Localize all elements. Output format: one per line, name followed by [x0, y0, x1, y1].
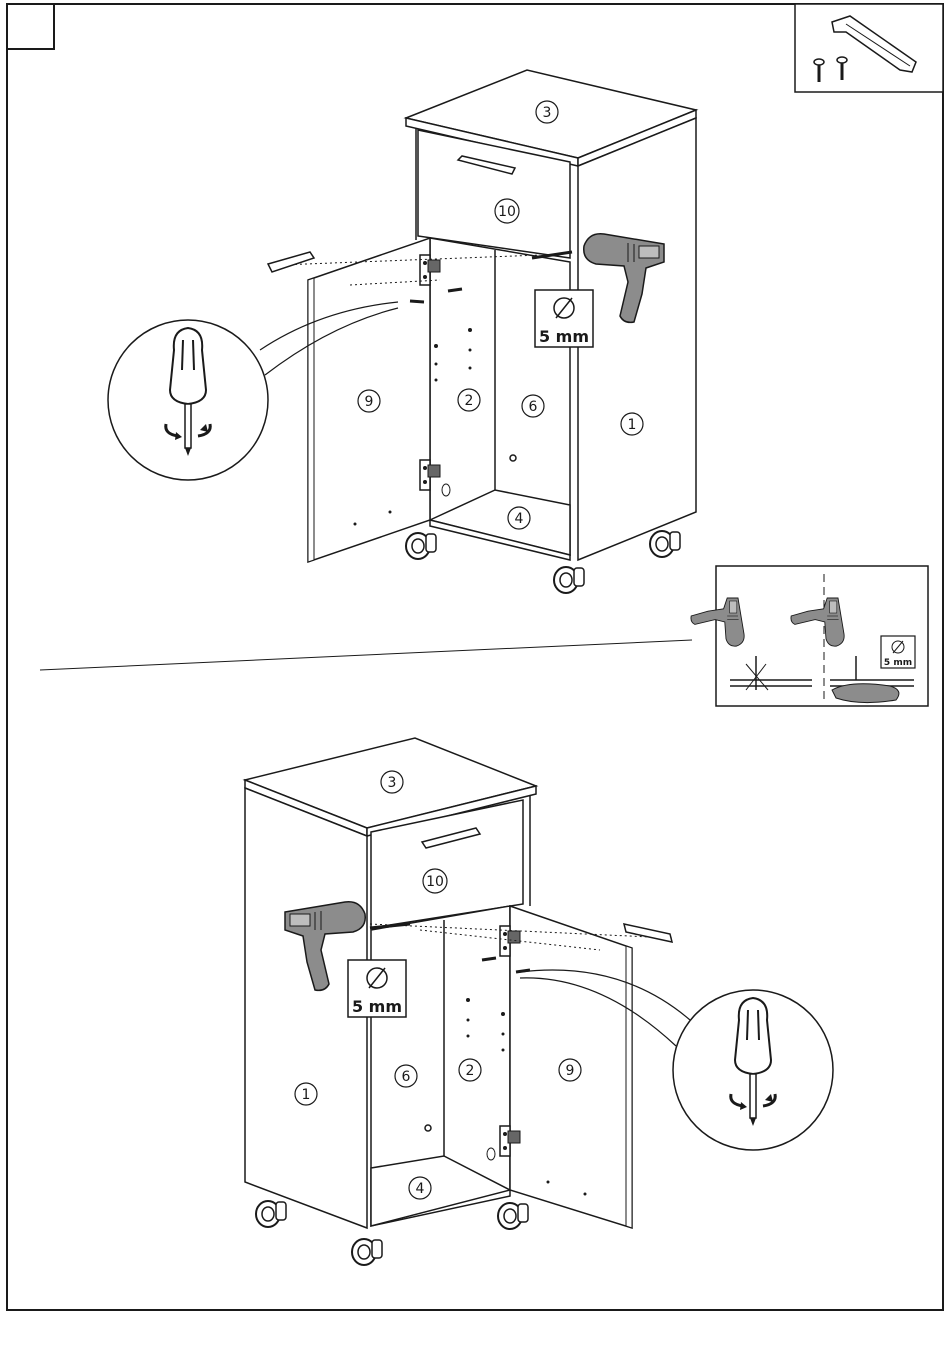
part-label-divider-lower: 2	[459, 1059, 481, 1081]
part-label-top-lower: 3	[381, 771, 403, 793]
part-label-side-lower: 1	[295, 1083, 317, 1105]
svg-text:2: 2	[466, 1063, 475, 1079]
part-label-divider-upper: 2	[458, 389, 480, 411]
part-label-door-lower: 9	[559, 1059, 581, 1081]
svg-text:3: 3	[388, 775, 397, 791]
drill-bit-size-lower: 5 mm	[348, 960, 406, 1017]
drill-bit-label-lower: 5 mm	[352, 997, 402, 1016]
svg-text:4: 4	[416, 1181, 425, 1197]
cabinet-lower: 5 mm 3 10 1 6 2 9 4	[245, 738, 833, 1265]
handle-and-screws-inset	[795, 4, 943, 92]
part-label-top-upper: 3	[536, 101, 558, 123]
svg-text:3: 3	[543, 105, 552, 121]
svg-text:2: 2	[465, 393, 474, 409]
cabinet-upper: 5 mm 3 10 9 2 6 1 4	[108, 70, 696, 593]
part-label-back-lower: 6	[395, 1065, 417, 1087]
svg-text:9: 9	[365, 394, 374, 410]
svg-text:10: 10	[498, 204, 516, 220]
svg-text:4: 4	[515, 511, 524, 527]
drill-bit-label-upper: 5 mm	[539, 327, 589, 346]
step-separator	[40, 640, 692, 670]
svg-text:6: 6	[529, 399, 538, 415]
part-label-side-upper: 1	[621, 413, 643, 435]
part-label-bottom-lower: 4	[409, 1177, 431, 1199]
part-label-drawer-front-lower: 10	[423, 869, 447, 893]
part-label-back-upper: 6	[522, 395, 544, 417]
drill-bit-size-upper: 5 mm	[535, 290, 593, 347]
part-label-door-upper: 9	[358, 390, 380, 412]
part-label-drawer-front-upper: 10	[495, 199, 519, 223]
svg-text:1: 1	[302, 1087, 311, 1103]
part-label-bottom-upper: 4	[508, 507, 530, 529]
note-drill-bit-label: 5 mm	[884, 658, 912, 668]
svg-text:9: 9	[566, 1063, 575, 1079]
svg-text:6: 6	[402, 1069, 411, 1085]
drilling-note-inset: 5 mm	[691, 566, 928, 706]
svg-text:10: 10	[426, 874, 444, 890]
svg-text:1: 1	[628, 417, 637, 433]
